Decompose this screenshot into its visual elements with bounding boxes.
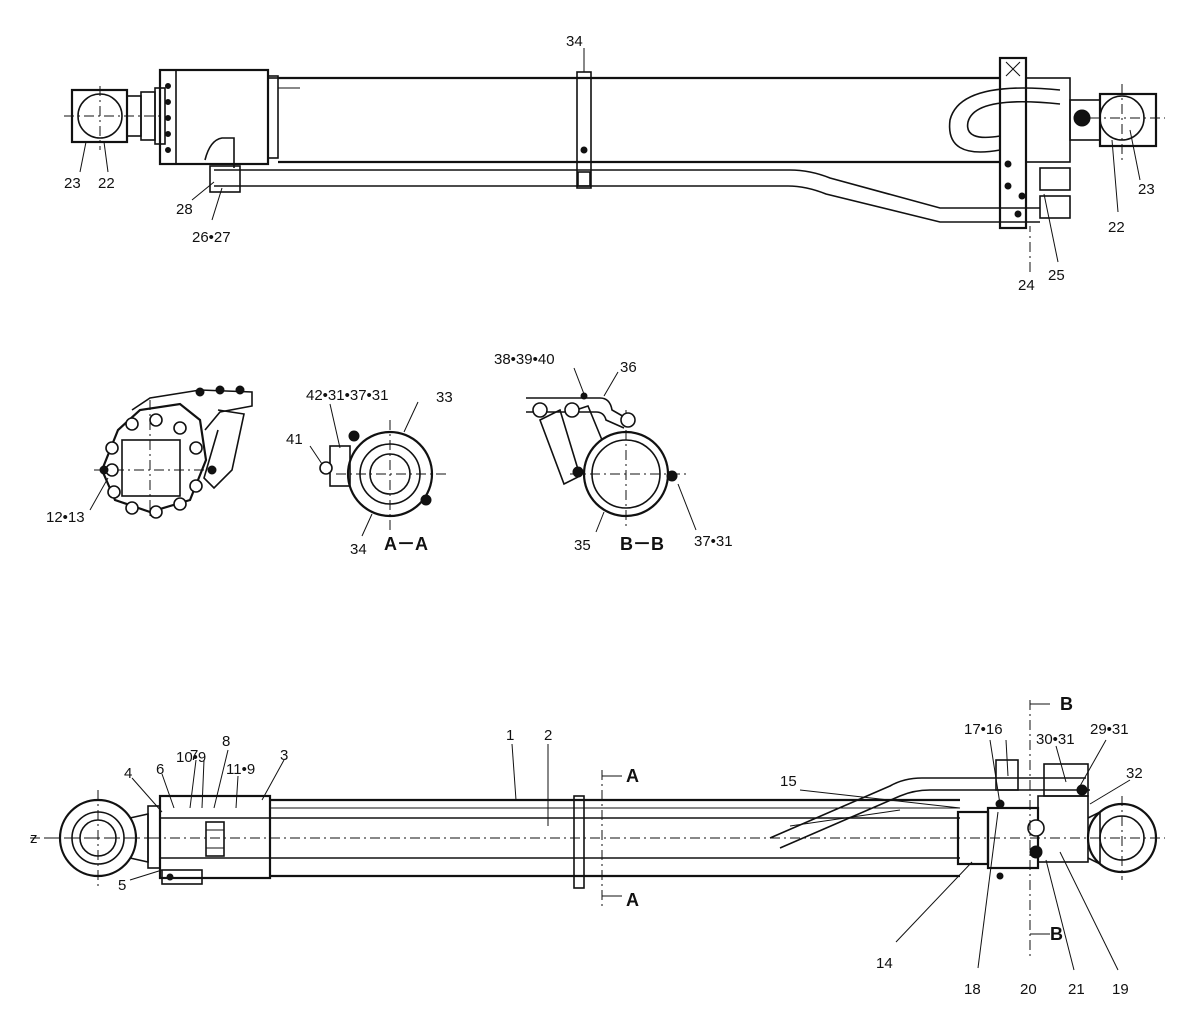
right-eye-bottom (1086, 796, 1158, 880)
label-18: 18 (964, 981, 981, 998)
label-38-39-40: 38•39•40 (494, 351, 555, 368)
end-view-flange: 12•13 (46, 385, 253, 526)
cut-a-bottom-label: A (626, 890, 639, 910)
right-clevis-top (1069, 84, 1165, 160)
label-37-31: 37•31 (694, 533, 733, 550)
rod-end-bracket-top (948, 56, 1071, 230)
label-1: 1 (506, 727, 514, 744)
label-23-right: 23 (1138, 181, 1155, 198)
head-end-bottom (147, 794, 272, 885)
label-10-9: 10•9 (176, 749, 206, 766)
label-8: 8 (222, 733, 230, 750)
label-35: 35 (574, 537, 591, 554)
pipes-bottom (769, 777, 1090, 849)
label-34-section: 34 (350, 541, 367, 558)
label-21: 21 (1068, 981, 1085, 998)
label-4: 4 (124, 765, 132, 782)
cut-a-top-label: A (626, 766, 639, 786)
label-5: 5 (118, 877, 126, 894)
label-11-9: 11•9 (226, 761, 255, 778)
label-12-13: 12•13 (46, 509, 85, 526)
label-22-left: 22 (98, 175, 115, 192)
label-26-27: 26•27 (192, 229, 231, 246)
flange-bolts (105, 413, 203, 519)
label-32: 32 (1126, 765, 1143, 782)
label-15: 15 (780, 773, 797, 790)
label-25: 25 (1048, 267, 1065, 284)
label-14: 14 (876, 955, 893, 972)
cylinder-tube-top (278, 76, 1000, 164)
bottom-view-leader-lines (129, 739, 1131, 971)
label-33: 33 (436, 389, 453, 406)
label-34-top: 34 (566, 33, 583, 50)
top-view-cylinder: 34 23 22 28 26•27 23 22 24 25 (64, 33, 1165, 294)
section-b-title: B－B (620, 534, 664, 554)
label-29-31: 29•31 (1090, 721, 1129, 738)
section-b-b: 38•39•40 36 35 B－B 37•31 (494, 351, 733, 554)
label-17-16: 17•16 (964, 721, 1003, 738)
label-7: 7 (190, 747, 198, 764)
cut-b-bottom-label: B (1050, 924, 1063, 944)
bottom-view-cylinder: 1 2 3 4 6 7 8 10•9 11•9 5 z 15 14 18 17•… (30, 694, 1165, 998)
label-28: 28 (176, 201, 193, 218)
label-42-31-37-31: 42•31•37•31 (306, 387, 389, 404)
left-clevis-top (64, 86, 166, 150)
section-a-title: A－A (384, 534, 428, 554)
label-z: z (30, 830, 38, 847)
hydraulic-pipes-top (209, 165, 1040, 223)
top-view-leader-lines (79, 48, 1141, 272)
cut-b-top-label: B (1060, 694, 1073, 714)
label-20: 20 (1020, 981, 1037, 998)
label-24: 24 (1018, 277, 1035, 294)
label-41: 41 (286, 431, 303, 448)
label-23-left: 23 (64, 175, 81, 192)
label-30-31: 30•31 (1036, 731, 1075, 748)
cylinder-head-cap-top (158, 68, 279, 168)
label-6: 6 (156, 761, 164, 778)
label-22-right: 22 (1108, 219, 1125, 236)
label-36: 36 (620, 359, 637, 376)
label-2: 2 (544, 727, 552, 744)
section-cut-lines (601, 700, 1050, 960)
label-3: 3 (280, 747, 288, 764)
label-19: 19 (1112, 981, 1129, 998)
rod-end-assembly-bottom (956, 759, 1089, 880)
tube-and-rod-bottom (30, 795, 1165, 889)
section-a-a: 42•31•37•31 33 41 34 A－A (286, 387, 453, 558)
